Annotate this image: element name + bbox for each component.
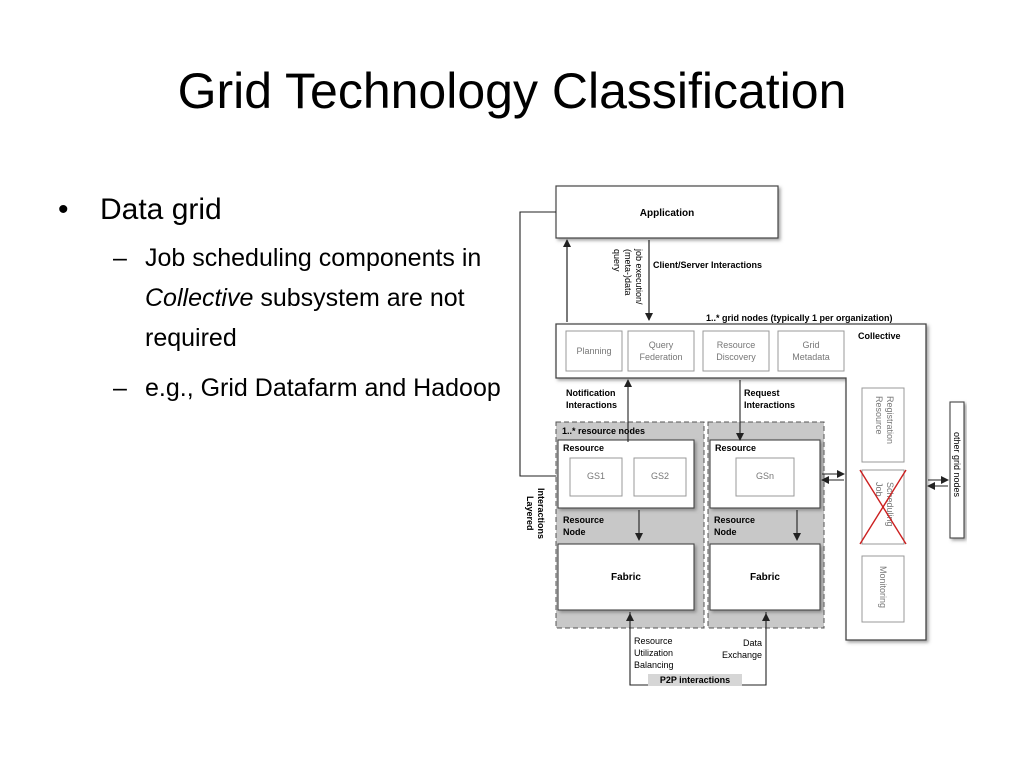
resource-node-label-n-line2: Node xyxy=(714,527,737,537)
request-line2: Interactions xyxy=(744,400,795,410)
job-scheduling-line2: Scheduling xyxy=(885,482,895,527)
layered-connector xyxy=(519,211,556,477)
rub-line3: Balancing xyxy=(634,660,674,670)
resource-registration-line1: Resource xyxy=(874,396,884,435)
notification-line1: Notification xyxy=(566,388,616,398)
slide-title: Grid Technology Classification xyxy=(177,63,847,119)
job-scheduling-line1: Job xyxy=(874,482,884,497)
job-query-label-group: job execution/ (meta-)data query xyxy=(612,248,644,305)
job-query-line1: job execution/ xyxy=(634,248,644,305)
query-federation-line2: Federation xyxy=(639,352,682,362)
diagram-svg: Application Client/Server Interactions j… xyxy=(519,185,965,686)
resource-registration-box xyxy=(861,387,905,463)
other-grid-nodes-box xyxy=(949,401,965,539)
gs2-label: GS2 xyxy=(651,471,669,481)
collective-label: Collective xyxy=(858,331,901,341)
bullet-list: • Data grid – Job scheduling components … xyxy=(58,190,508,418)
sub-bullet-text: e.g., Grid Datafarm and Hadoop xyxy=(145,374,501,402)
application-label: Application xyxy=(640,208,694,219)
resource-node-label-1-line1: Resource xyxy=(563,515,604,525)
resource-node-label-n-line1: Resource xyxy=(714,515,755,525)
query-federation-box xyxy=(627,330,695,372)
fabric-label-n: Fabric xyxy=(750,572,780,583)
layered-line2: Interactions xyxy=(536,488,546,539)
gs1-label: GS1 xyxy=(587,471,605,481)
fabric-box-n xyxy=(709,543,821,611)
fabric-label-1: Fabric xyxy=(611,572,641,583)
resource-discovery-box xyxy=(702,330,770,372)
rub-line1: Resource xyxy=(634,636,673,646)
resource-registration-line2: Registration xyxy=(885,396,895,444)
resource-nodes-label: 1..* resource nodes xyxy=(562,426,645,436)
grid-nodes-label: 1..* grid nodes (typically 1 per organiz… xyxy=(706,313,893,323)
cross-out-line-2 xyxy=(859,469,907,545)
other-grid-nodes-text: other grid nodes xyxy=(952,432,962,498)
resource-label-1: Resource xyxy=(563,443,604,453)
sub-bullet-emphasis: Collective xyxy=(145,284,254,312)
client-server-label: Client/Server Interactions xyxy=(653,260,762,270)
sub-bullet-marker: – xyxy=(113,244,127,272)
gs2-box xyxy=(633,457,687,497)
query-federation-line1: Query xyxy=(649,340,674,350)
job-query-line2: (meta-)data xyxy=(623,249,633,296)
request-line1: Request xyxy=(744,388,780,398)
job-query-line3: query xyxy=(612,249,622,272)
rub-line2: Utilization xyxy=(634,648,673,658)
sub-bullet-text: Job scheduling components in xyxy=(145,244,482,272)
grid-metadata-box xyxy=(777,330,845,372)
bullet-marker: • xyxy=(58,193,69,226)
monitoring-box xyxy=(861,555,905,623)
resource-discovery-line2: Discovery xyxy=(716,352,756,362)
sub-bullet-item: – Job scheduling components in Collectiv… xyxy=(58,238,508,358)
layered-label-group: Layered Interactions xyxy=(525,488,546,539)
grid-metadata-line2: Metadata xyxy=(792,352,830,362)
sub-bullet-marker: – xyxy=(113,374,127,402)
resource-node-label-1-line2: Node xyxy=(563,527,586,537)
sub-bullet-item: – e.g., Grid Datafarm and Hadoop xyxy=(58,368,508,408)
application-box xyxy=(555,185,779,239)
layered-line1: Layered xyxy=(525,496,535,531)
gsn-label: GSn xyxy=(756,471,774,481)
bullet-text: Data grid xyxy=(100,193,222,226)
planning-box xyxy=(565,330,623,372)
gsn-box xyxy=(735,457,795,497)
other-grid-nodes-label: other grid nodes xyxy=(952,432,962,498)
notification-line2: Interactions xyxy=(566,400,617,410)
resource-label-n: Resource xyxy=(715,443,756,453)
data-exchange-line2: Exchange xyxy=(722,650,762,660)
data-exchange-line1: Data xyxy=(743,638,762,648)
grid-architecture-diagram: Application Client/Server Interactions j… xyxy=(510,180,990,705)
monitoring-label: Monitoring xyxy=(878,566,888,608)
fabric-box-1 xyxy=(557,543,695,611)
p2p-label: P2P interactions xyxy=(660,675,730,685)
gs1-box xyxy=(569,457,623,497)
sub-bullet-text-cont: subsystem are not required xyxy=(145,284,465,352)
resource-discovery-line1: Resource xyxy=(717,340,756,350)
bullet-item: • Data grid xyxy=(58,190,508,230)
monitoring-text: Monitoring xyxy=(878,566,888,608)
p2p-label-bg xyxy=(648,674,742,686)
grid-metadata-line1: Grid xyxy=(802,340,819,350)
job-scheduling-label: Job Scheduling xyxy=(874,482,895,527)
resource-registration-label: Resource Registration xyxy=(874,396,895,444)
planning-label: Planning xyxy=(576,346,611,356)
